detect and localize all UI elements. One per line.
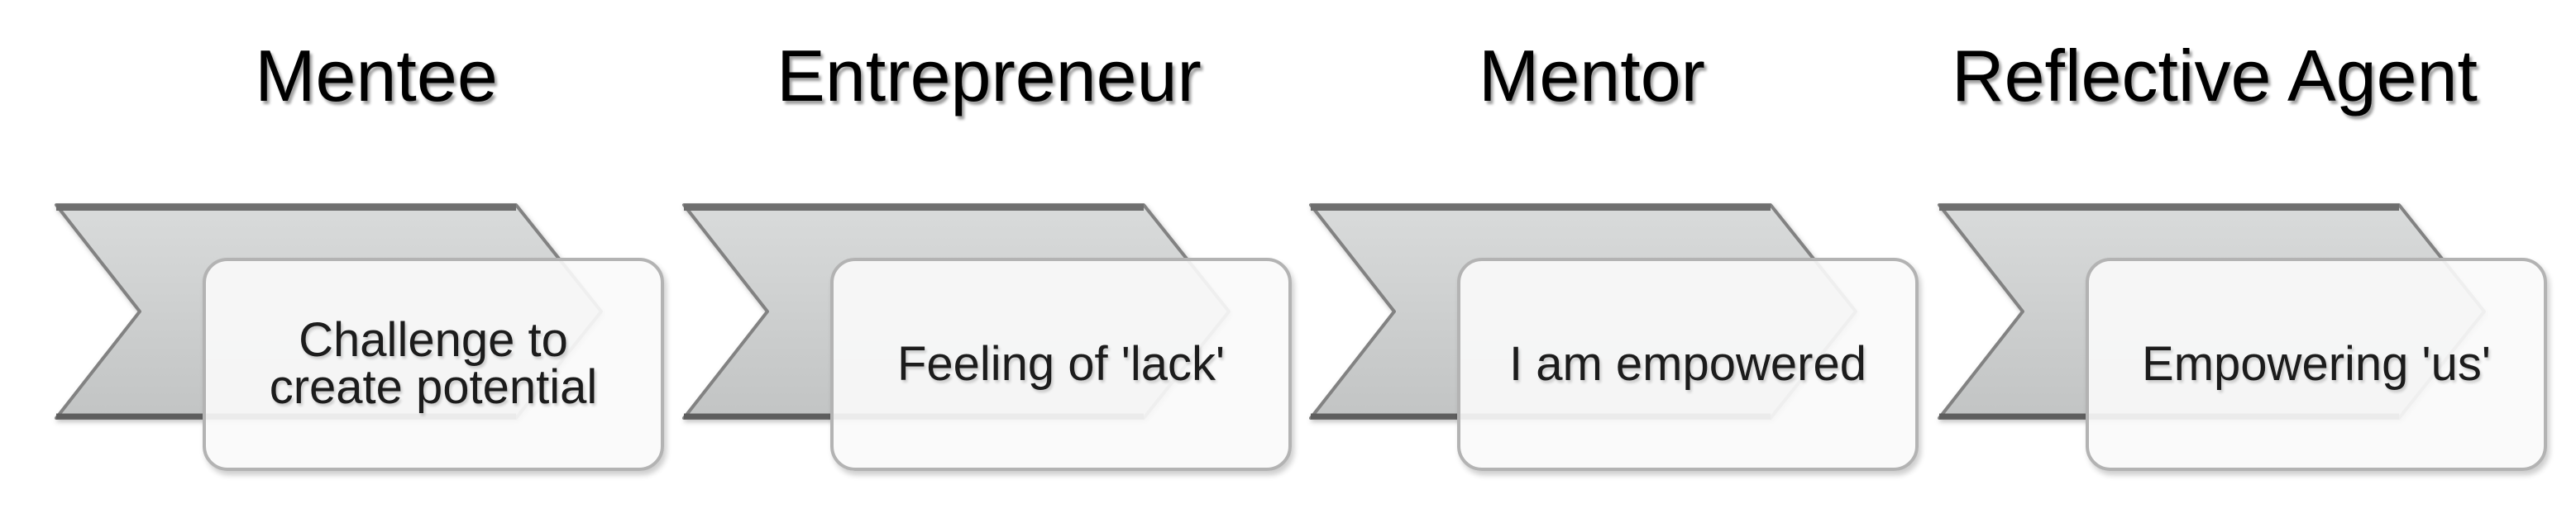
stage-card: Challenge to create potential (203, 258, 664, 471)
stage-card-label: Challenge to create potential (269, 313, 598, 414)
stage-card-label: I am empowered (1509, 336, 1866, 391)
stage-card: Feeling of 'lack' (830, 258, 1292, 471)
stage-card: Empowering 'us' (2086, 258, 2547, 471)
stage-title: Mentee (255, 35, 498, 116)
stage-card: I am empowered (1457, 258, 1919, 471)
stage-title: Reflective Agent (1952, 35, 2478, 116)
stage-card-label: Empowering 'us' (2142, 336, 2491, 391)
stage-card-label: Feeling of 'lack' (896, 336, 1226, 391)
stage-title: Mentor (1479, 35, 1705, 116)
stage-title: Entrepreneur (777, 35, 1202, 116)
